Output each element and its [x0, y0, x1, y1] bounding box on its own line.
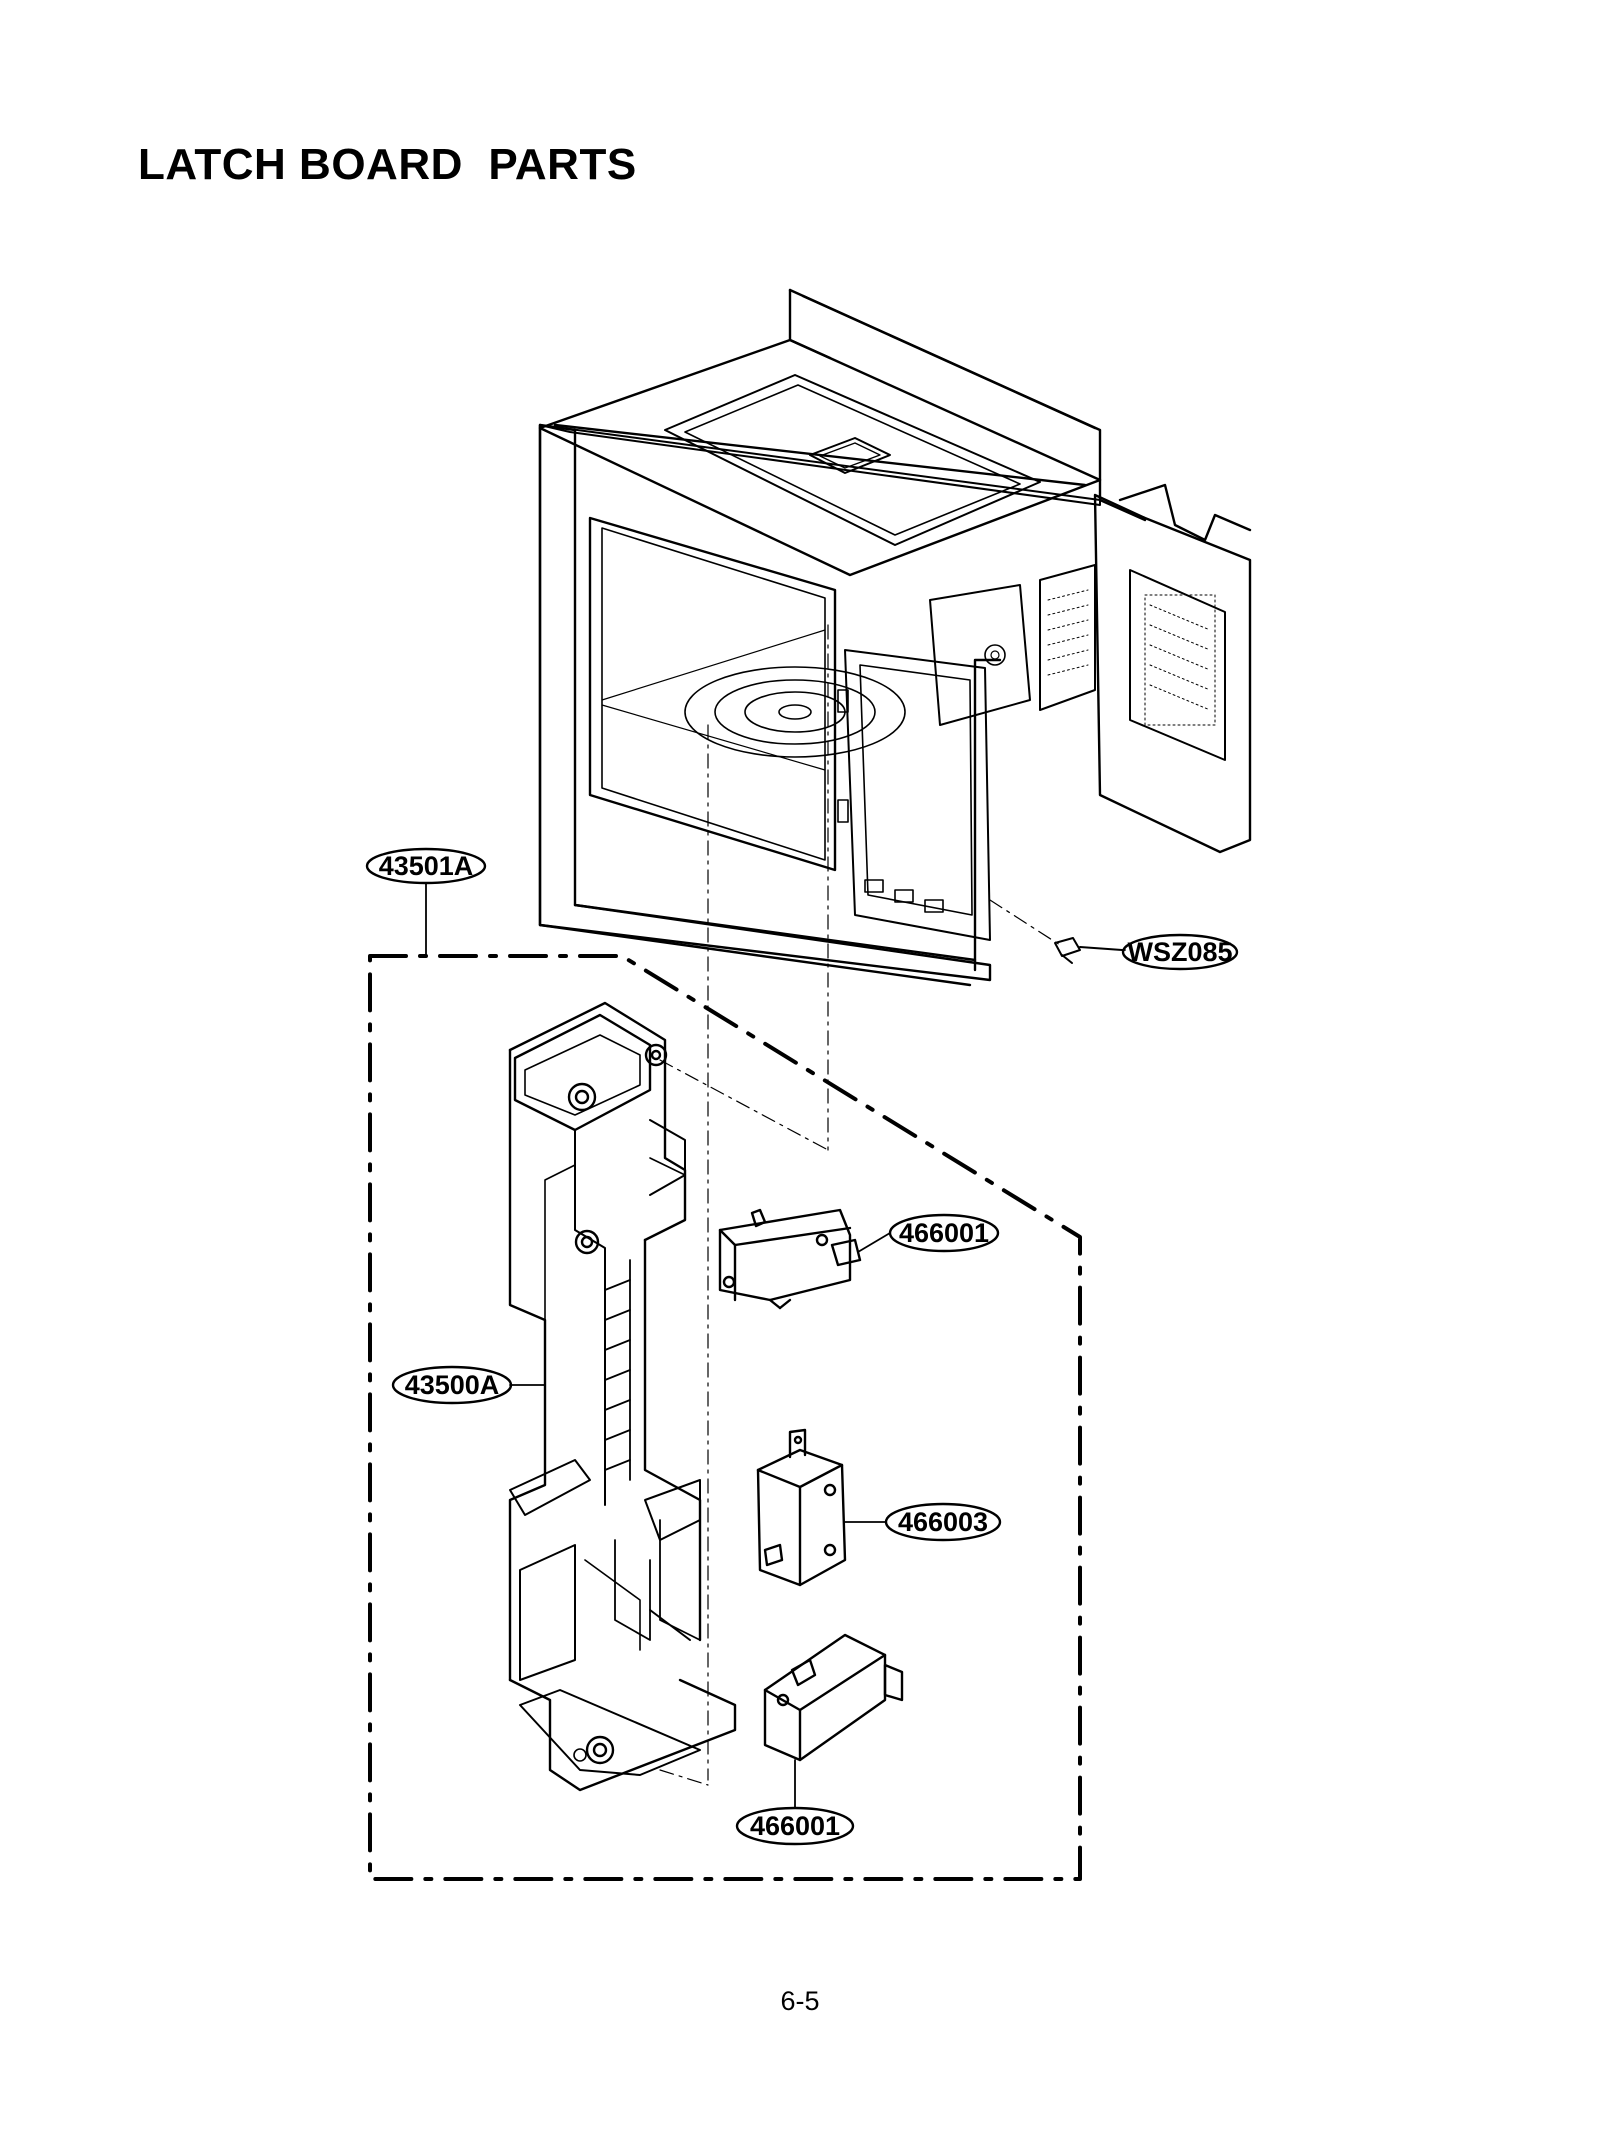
part-label-466001-upper-text: 466001: [899, 1218, 989, 1248]
latch-teeth: [604, 1259, 631, 1481]
part-label-466003: 466003: [884, 1502, 1002, 1542]
latch-hook-body: [508, 1001, 737, 1792]
part-label-466001-upper: 466001: [888, 1213, 1000, 1253]
switch-upper-body: [718, 1208, 862, 1310]
turntable: [684, 666, 906, 758]
part-label-WSZ085: WSZ085: [1121, 933, 1239, 971]
part-label-43501A: 43501A: [365, 847, 487, 885]
part-label-43501A-text: 43501A: [379, 851, 474, 881]
page-title: LATCH BOARD PARTS: [138, 140, 637, 189]
part-label-466001-lower: 466001: [735, 1806, 855, 1846]
part-label-466001-lower-text: 466001: [750, 1811, 840, 1841]
part-label-466003-text: 466003: [898, 1507, 988, 1537]
screw: [1054, 937, 1123, 964]
part-label-43500A: 43500A: [391, 1365, 513, 1405]
part-label-43500A-text: 43500A: [405, 1370, 500, 1400]
microwave-chassis: [538, 288, 1252, 987]
side-vent: [1144, 594, 1216, 726]
part-label-WSZ085-text: WSZ085: [1127, 937, 1232, 967]
projection-lines: [659, 624, 1061, 1786]
switch-lower-body: [763, 1633, 904, 1762]
page-number: 6-5: [780, 1986, 820, 2016]
assembly-boundary: [368, 954, 1082, 1881]
rear-vent: [1047, 589, 1089, 676]
leader-lines: [425, 882, 1126, 1809]
switch-middle-body: [756, 1428, 847, 1587]
